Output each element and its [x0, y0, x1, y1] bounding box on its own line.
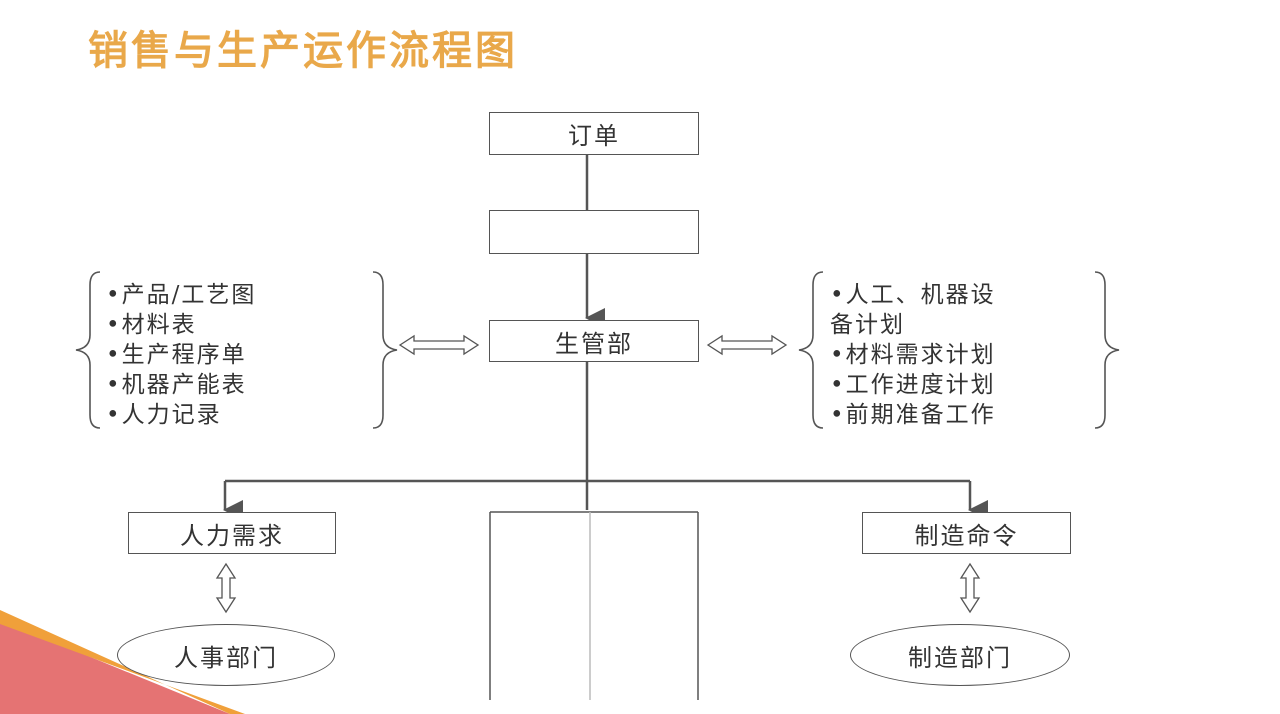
list-item: •人力记录: [106, 402, 222, 428]
left-double-arrow: [398, 334, 480, 356]
manufacture-order-box: 制造命令: [862, 512, 1071, 554]
manufacture-department-ellipse: 制造部门: [850, 624, 1070, 686]
left-list-brace-open: [75, 271, 101, 429]
page-title: 销售与生产运作流程图: [88, 28, 518, 74]
list-item: •生产程序单: [106, 342, 247, 368]
production-management-box: 生管部: [489, 320, 699, 362]
list-item: •产品/工艺图: [106, 282, 257, 308]
right-info-list: •人工、机器设 备计划 •材料需求计划 •工作进度计划 •前期准备工作: [830, 280, 996, 430]
left-info-list: •产品/工艺图 •材料表 •生产程序单 •机器产能表 •人力记录: [106, 280, 256, 430]
hr-double-arrow: [215, 562, 237, 614]
hr-demand-box: 人力需求: [128, 512, 336, 554]
right-list-brace-close: [1094, 271, 1120, 429]
right-list-brace-open: [798, 271, 824, 429]
list-item: 备计划: [830, 312, 905, 338]
tall-blank-box: [489, 511, 699, 700]
list-item: •工作进度计划: [830, 372, 996, 398]
list-item: •机器产能表: [106, 372, 247, 398]
blank-box: [489, 210, 699, 254]
hr-department-ellipse: 人事部门: [117, 624, 335, 686]
list-item: •材料表: [106, 312, 197, 338]
list-item: •材料需求计划: [830, 342, 996, 368]
order-box: 订单: [489, 112, 699, 155]
list-item: •人工、机器设: [830, 282, 996, 308]
right-double-arrow: [706, 334, 788, 356]
list-item: •前期准备工作: [830, 402, 996, 428]
manufacture-double-arrow: [959, 562, 981, 614]
left-list-brace-close: [372, 271, 398, 429]
